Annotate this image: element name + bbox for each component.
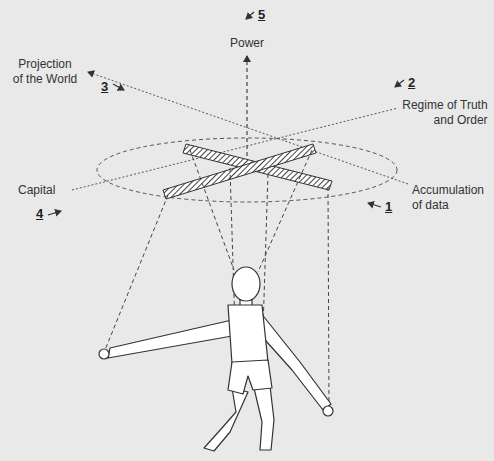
puppet-figure bbox=[99, 267, 333, 451]
callout-pointer bbox=[48, 12, 404, 215]
callout-number: 5 bbox=[258, 7, 265, 22]
callout-number: 4 bbox=[36, 206, 43, 221]
axis-label: Accumulation of data bbox=[412, 183, 490, 213]
axis-label: Regime of Truth and Order bbox=[402, 98, 488, 128]
power-arrow bbox=[246, 56, 247, 170]
axis-label: Projection of the World bbox=[12, 57, 78, 87]
orbit-ellipse bbox=[97, 138, 397, 202]
control-bar bbox=[163, 144, 316, 199]
axis-label: Power bbox=[212, 36, 282, 51]
axis-label: Capital bbox=[18, 183, 55, 198]
callout-number: 1 bbox=[385, 199, 392, 214]
callout-number: 2 bbox=[408, 75, 415, 90]
callout-number: 3 bbox=[101, 79, 108, 94]
